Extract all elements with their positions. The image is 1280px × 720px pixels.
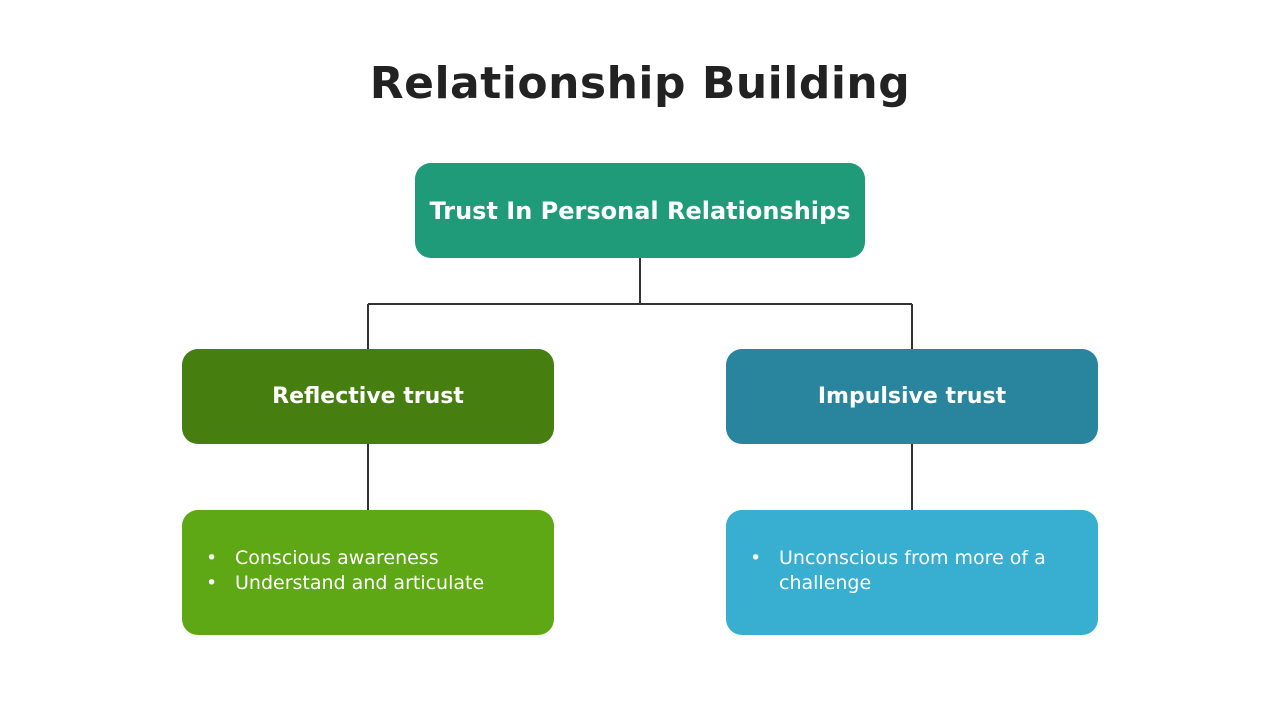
reflective-trust-details: Conscious awareness Understand and artic… (182, 510, 554, 635)
list-item: Conscious awareness (206, 546, 534, 571)
page-title: Relationship Building (369, 58, 911, 109)
reflective-trust-list: Conscious awareness Understand and artic… (206, 546, 534, 596)
root-node: Trust In Personal Relationships (415, 163, 865, 258)
list-item: Understand and articulate (206, 571, 534, 596)
root-node-label: Trust In Personal Relationships (429, 196, 851, 225)
list-item: Unconscious from more of a challenge (750, 546, 1078, 596)
impulsive-trust-details: Unconscious from more of a challenge (726, 510, 1098, 635)
impulsive-trust-node: Impulsive trust (726, 349, 1098, 444)
reflective-trust-node: Reflective trust (182, 349, 554, 444)
reflective-trust-label: Reflective trust (272, 384, 464, 409)
impulsive-trust-label: Impulsive trust (817, 384, 1007, 409)
impulsive-trust-list: Unconscious from more of a challenge (750, 546, 1078, 596)
